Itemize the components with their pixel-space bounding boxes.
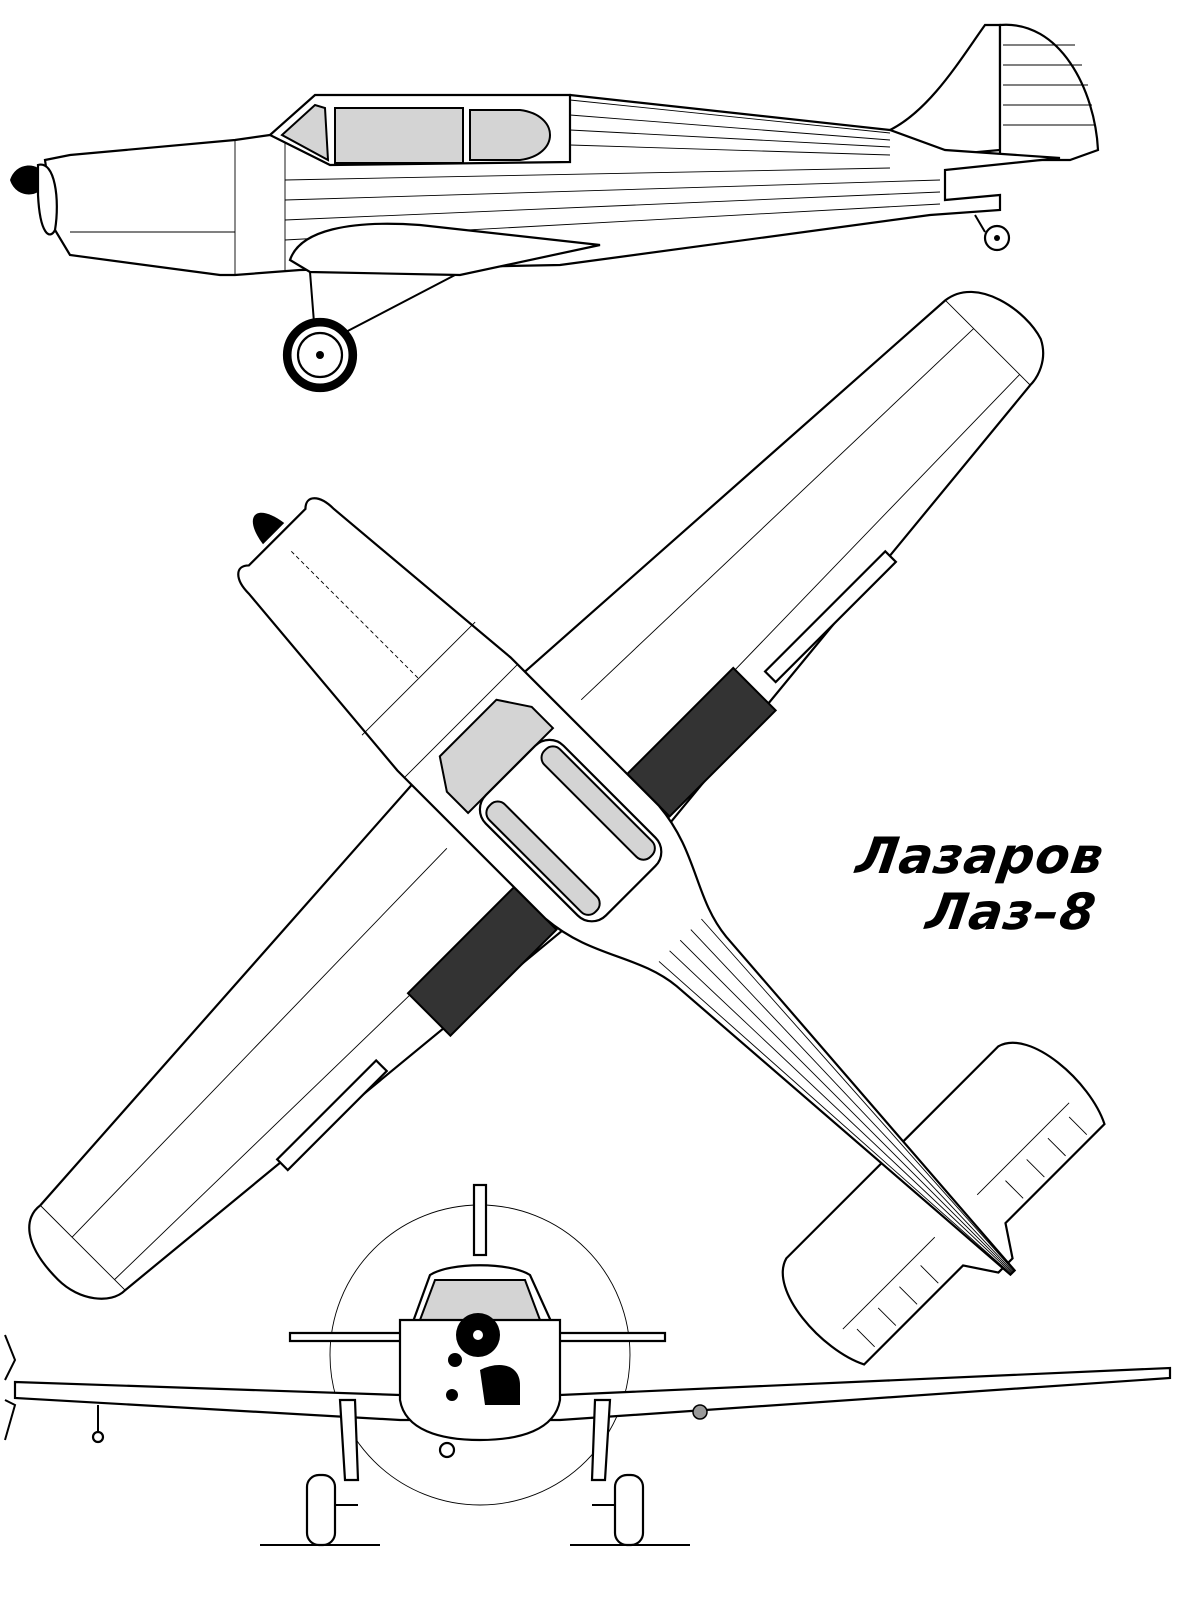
top-spinner [252,512,285,545]
side-spinner [10,165,38,195]
top-view [28,290,1106,1366]
side-windscreen [280,103,330,162]
front-wheel-right [613,1473,645,1547]
side-fin [888,23,1002,162]
front-air-intake [480,1365,520,1405]
side-view [10,23,1100,393]
front-fuselage [398,1318,562,1442]
front-view [4,1183,1172,1547]
top-canopy [478,738,663,923]
top-aileron-left [275,1058,389,1172]
side-cowl-front [36,163,58,236]
front-wheel-left [305,1473,337,1547]
front-gear-right [590,1398,612,1482]
designer-name: Лазаров [853,827,1109,885]
model-name: Лаз–8 [922,883,1101,941]
side-window-front [334,107,464,164]
side-wing-root [288,222,601,277]
front-gear-left [338,1398,360,1482]
top-windscreen [438,698,555,815]
side-rudder [998,23,1100,162]
top-aileron-right [763,549,898,684]
front-wing [13,1366,1172,1422]
side-window-rear [469,109,551,161]
front-fin [472,1183,488,1257]
top-window-right [540,745,656,861]
top-window-left [485,800,601,916]
aircraft-title: Лазаров Лаз–8 [845,827,1109,941]
